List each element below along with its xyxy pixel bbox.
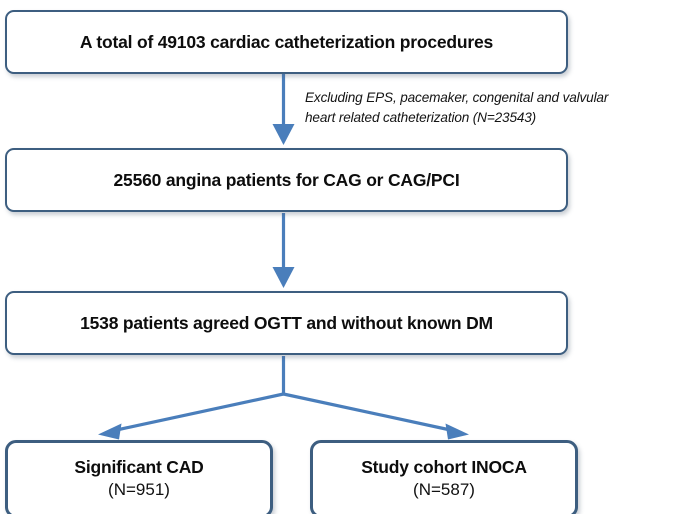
node-significant-cad[interactable]: Significant CAD (N=951) xyxy=(5,440,273,514)
edge-4-arrowhead xyxy=(445,423,469,440)
annotation-exclusion-line-2: heart related catheterization (N=23543) xyxy=(305,109,537,125)
edge-2-arrowhead xyxy=(272,267,295,288)
node-total-procedures[interactable]: A total of 49103 cardiac catheterization… xyxy=(5,10,568,74)
node-angina-patients-title: 25560 angina patients for CAG or CAG/PCI xyxy=(113,169,460,190)
edge-angina-to-ogtt xyxy=(272,213,295,288)
node-study-cohort-inoca-title: Study cohort INOCA xyxy=(361,457,527,478)
node-total-procedures-title: A total of 49103 cardiac catheterization… xyxy=(79,31,494,52)
annotation-exclusion-note: Excluding EPS, pacemaker, congenital and… xyxy=(305,88,608,127)
edge-3-arrowhead xyxy=(98,423,122,440)
edge-ogtt-to-significant-cad xyxy=(98,392,284,440)
node-study-cohort-inoca[interactable]: Study cohort INOCA (N=587) xyxy=(310,440,578,514)
edge-ogtt-to-study-cohort xyxy=(283,392,469,440)
annotation-exclusion-line-1: Excluding EPS, pacemaker, congenital and… xyxy=(305,90,609,105)
node-study-cohort-inoca-count: (N=587) xyxy=(413,480,475,500)
edge-3-shaft xyxy=(111,392,284,433)
node-angina-patients[interactable]: 25560 angina patients for CAG or CAG/PCI xyxy=(5,148,568,212)
edge-1-arrowhead xyxy=(272,124,295,145)
node-ogtt-patients-title: 1538 patients agreed OGTT and without kn… xyxy=(80,312,493,333)
node-ogtt-patients[interactable]: 1538 patients agreed OGTT and without kn… xyxy=(5,291,568,355)
edge-4-shaft xyxy=(283,392,456,433)
edge-total-to-angina xyxy=(272,74,295,145)
node-significant-cad-count: (N=951) xyxy=(108,480,170,500)
node-significant-cad-title: Significant CAD xyxy=(74,457,204,478)
